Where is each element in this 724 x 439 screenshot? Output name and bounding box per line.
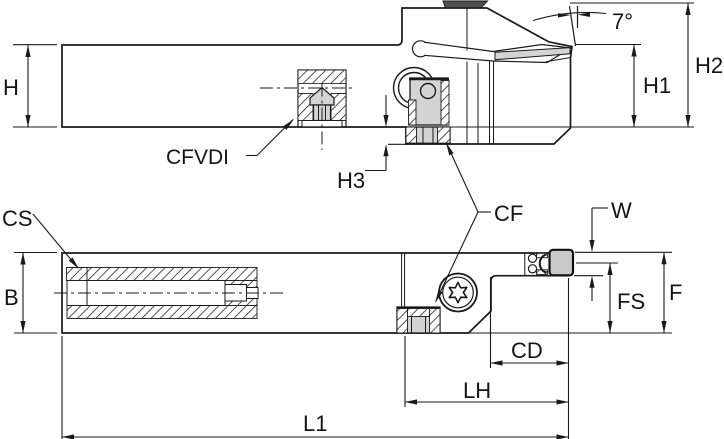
cs-port — [66, 267, 88, 281]
dim-h1 — [575, 43, 641, 127]
label-cs: CS — [2, 206, 33, 231]
arrowhead — [661, 252, 667, 265]
arrowhead — [446, 142, 454, 156]
clamp-block-plan — [396, 306, 441, 334]
toolholder-side-outline — [61, 7, 573, 145]
insert-roller — [527, 264, 538, 274]
coolant-channel-section — [54, 267, 283, 319]
clamp-plan-hatch-right — [429, 308, 441, 334]
right-extension-lines — [468, 251, 672, 334]
arrowhead — [490, 360, 503, 366]
clamp-pin — [419, 82, 437, 100]
arrowhead — [577, 12, 590, 17]
arrowhead — [631, 44, 637, 57]
leader-line — [435, 211, 479, 302]
insert-roller — [527, 253, 538, 263]
arrowhead — [556, 399, 569, 405]
arrowhead — [661, 321, 667, 333]
arrowhead — [20, 321, 26, 333]
dim-cd — [489, 277, 570, 439]
arrowhead — [25, 115, 31, 127]
clamp-block-hatch-right — [440, 80, 450, 126]
arrowhead — [383, 144, 389, 157]
dim-angle-7deg — [532, 5, 607, 47]
clamp-bottom-protrusion — [405, 126, 451, 145]
arrowhead — [558, 13, 571, 18]
arrowhead — [589, 240, 595, 252]
arrowhead — [283, 119, 294, 130]
leader-cf — [435, 142, 491, 303]
top-view: H 7° H1 H2 — [3, 0, 723, 303]
label-w: W — [611, 198, 632, 223]
arrowhead — [589, 275, 595, 288]
leader-cs — [32, 213, 79, 269]
valve-hatch-top — [297, 69, 347, 84]
angle-arc — [532, 11, 607, 22]
arrowhead — [631, 115, 637, 127]
arrowhead — [685, 3, 691, 15]
label-f: F — [669, 280, 682, 305]
blade-slot-lower-edge — [423, 47, 572, 64]
torx-outer-circle — [438, 272, 478, 313]
dim-f — [661, 252, 667, 333]
label-h: H — [3, 75, 19, 100]
dim-fs — [607, 263, 613, 333]
arrowhead — [556, 434, 569, 439]
insert-blade — [494, 47, 571, 61]
clamp-plan-hatch-left — [396, 308, 408, 334]
torx-screw — [438, 272, 478, 313]
protrusion-hatch-right — [437, 126, 451, 145]
arrowhead — [62, 434, 74, 439]
nose-block — [548, 248, 575, 277]
protrusion-hatch-left — [405, 126, 417, 145]
arrowhead — [405, 399, 417, 405]
clamp-bracket — [538, 253, 547, 274]
arrowhead — [685, 115, 691, 127]
arrowhead — [68, 257, 79, 269]
torx-inner-circle — [442, 276, 474, 309]
dim-b — [14, 251, 57, 334]
dim-l1 — [61, 336, 569, 439]
clamp-block-hatch-left — [408, 99, 417, 126]
label-h3: H3 — [337, 168, 365, 193]
angle-tilted-line — [568, 5, 577, 47]
dim-h2 — [406, 2, 694, 128]
torx-star — [448, 281, 468, 304]
label-cf: CF — [494, 201, 523, 226]
dim-h3 — [365, 95, 407, 172]
clamp-plan-hatch-mid — [407, 308, 430, 317]
label-angle: 7° — [612, 9, 633, 34]
insert-cap — [442, 0, 489, 9]
clamp-block-section — [408, 77, 450, 126]
channel-hatch-top — [66, 267, 258, 281]
label-l1: L1 — [303, 411, 327, 436]
coolant-valve-section — [260, 69, 354, 150]
arrowhead — [556, 360, 569, 366]
arrowhead — [607, 321, 613, 333]
insert-nose — [524, 248, 575, 277]
leader-line — [32, 213, 79, 269]
label-h1: H1 — [643, 73, 671, 98]
label-cd: CD — [511, 338, 543, 363]
dim-w — [589, 207, 608, 301]
label-h2: H2 — [695, 53, 723, 78]
label-fs: FS — [617, 289, 645, 314]
arrowhead — [383, 115, 389, 127]
arrowhead — [20, 252, 26, 265]
arrowhead — [25, 45, 31, 57]
blade-slot-upper-edge — [423, 41, 572, 53]
leader-cfvdi — [246, 119, 294, 157]
head-internal-edges — [466, 8, 571, 144]
dim-h — [13, 44, 57, 128]
label-lh: LH — [463, 378, 491, 403]
bottom-view: CS B W — [2, 198, 682, 439]
arrowhead — [607, 263, 613, 275]
leader-line — [446, 144, 479, 213]
dim-lh — [404, 336, 569, 407]
label-cfvdi: CFVDI — [166, 146, 229, 169]
label-b: B — [4, 285, 19, 310]
channel-hatch-bottom — [66, 305, 258, 319]
